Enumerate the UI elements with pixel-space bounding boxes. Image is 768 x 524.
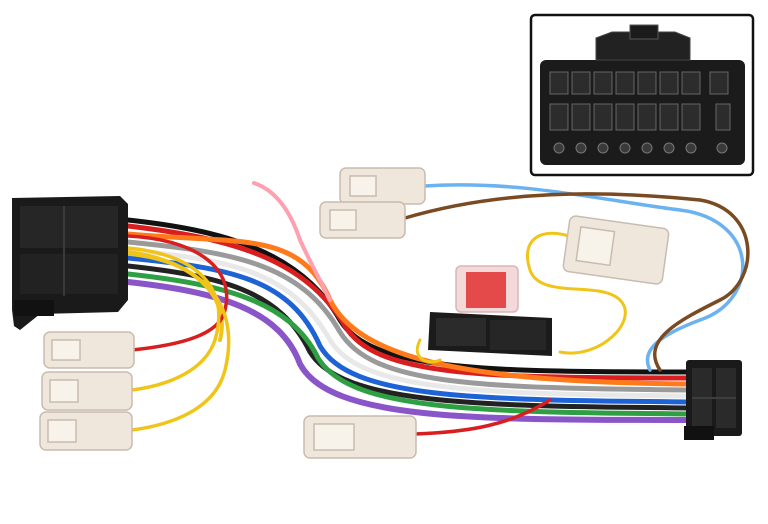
inset-pin-row-top — [549, 71, 729, 95]
spade-terminals — [39, 167, 670, 459]
spade-terminal-bottom — [303, 415, 417, 459]
spade-terminal-left-1 — [43, 331, 135, 369]
right-radio-connector — [684, 360, 742, 440]
inset-pin-row-bottom — [553, 142, 728, 154]
inset-connector-closeup — [529, 13, 755, 177]
spade-terminal-top-1 — [339, 167, 426, 205]
top-terminal-wires — [403, 183, 750, 436]
wire-pink-top — [252, 181, 332, 302]
inline-fuse-holder — [428, 265, 552, 356]
wire-bundle — [125, 181, 693, 423]
wire-blue — [125, 255, 693, 405]
spade-terminal-top-2 — [319, 201, 406, 239]
wire-grey — [125, 239, 693, 393]
wire-white — [125, 247, 693, 399]
left-iso-connector — [12, 196, 128, 330]
wire-orange — [125, 231, 693, 387]
spade-terminal-left-2 — [41, 371, 133, 411]
inset-pin-row-mid — [549, 103, 731, 131]
spade-terminal-right — [562, 215, 670, 285]
left-terminal-wires — [126, 234, 231, 432]
spade-terminal-left-3 — [39, 411, 133, 451]
